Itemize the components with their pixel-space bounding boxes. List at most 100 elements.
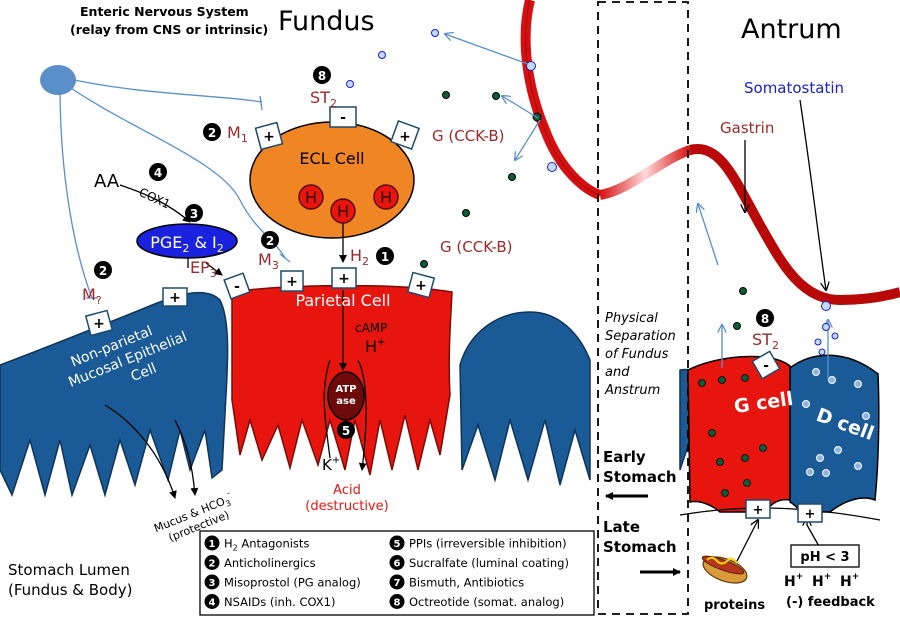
badge-5-ppi: 5: [337, 421, 355, 439]
arrow-np-2: [174, 419, 199, 496]
separation-box: [597, 1, 689, 615]
badge-8-gcell: 8: [756, 309, 774, 327]
label-acid-destructive: (destructive): [305, 499, 388, 514]
svg-text:Separation: Separation: [605, 329, 676, 344]
ecl-receptor-m1: +: [254, 121, 284, 151]
svg-text:+: +: [415, 278, 427, 294]
label-aa: AA: [94, 171, 120, 192]
label-kplus: K+: [322, 455, 340, 474]
svg-text:Anstrum: Anstrum: [604, 383, 660, 398]
np-receptor-m: +: [84, 309, 114, 337]
svg-text:+: +: [338, 271, 350, 287]
arrow-gastrin-up2: [515, 119, 541, 160]
svg-text:+: +: [399, 129, 411, 145]
lumen-line1: Stomach Lumen: [8, 561, 130, 579]
arrow-ep3-parietal: [205, 262, 223, 276]
parietal-receptor-h2: +: [331, 267, 357, 289]
svg-text:2: 2: [208, 126, 216, 140]
parietal-receptor-ep3: -: [223, 272, 251, 300]
enteric-line2: (relay from CNS or intrinsic): [70, 22, 268, 37]
legend-number: 3: [209, 578, 216, 589]
svg-text:ATP: ATP: [335, 384, 356, 395]
ecl-label: ECL Cell: [299, 149, 364, 168]
badge-2-mq: 2: [94, 261, 112, 279]
pge2-label: PGE2 & I2: [150, 233, 224, 255]
blood-vessel: [520, 0, 602, 200]
enteric-line1: Enteric Nervous System: [80, 4, 249, 19]
late-line2: Stomach: [603, 538, 677, 556]
parietal-label: Parietal Cell: [295, 291, 390, 310]
label-gcckb-ecl: G (CCK-B): [432, 127, 504, 145]
blood-vessel-fade: [598, 145, 692, 200]
svg-text:+: +: [93, 316, 105, 332]
label-hplus: H+: [365, 337, 385, 356]
svg-text:8: 8: [761, 312, 769, 326]
late-line1: Late: [603, 518, 640, 536]
arrow-gastrin-up1: [502, 96, 539, 119]
legend-number: 5: [394, 539, 401, 550]
svg-text:+: +: [263, 129, 275, 145]
hotdog-icon: [701, 555, 748, 584]
separation-label: Physical Separation of Fundus and Anstru…: [604, 311, 676, 398]
svg-text:+: +: [169, 290, 181, 306]
early-line1: Early: [603, 448, 646, 466]
circulating-dots: [346, 29, 839, 356]
legend-text: Anticholinergics: [224, 556, 316, 570]
svg-text:H: H: [380, 188, 392, 207]
legend-text: Bismuth, Antibiotics: [409, 576, 524, 590]
enteric-neuron: [40, 65, 76, 95]
label-st2-gcell: ST2: [752, 330, 779, 352]
svg-text:1: 1: [381, 250, 389, 264]
svg-text:2: 2: [99, 264, 107, 278]
svg-text:+: +: [286, 274, 298, 290]
legend-number: 8: [394, 598, 401, 609]
d-cell-granules: [802, 368, 870, 477]
badge-2-m1: 2: [203, 123, 221, 141]
g-cell-shape: [687, 355, 791, 513]
legend-number: 7: [394, 578, 401, 589]
legend-text: Octreotide (somat. analog): [409, 595, 564, 609]
label-acid: Acid: [333, 483, 361, 498]
svg-text:2: 2: [266, 234, 274, 248]
svg-text:H+: H+: [812, 572, 831, 590]
arrow-acid-out: [357, 359, 367, 471]
badge-1-h2: 1: [376, 247, 394, 265]
legend-number: 2: [209, 559, 216, 570]
legend-item: 7 Bismuth, Antibiotics: [389, 574, 524, 590]
blood-vessel-antrum: [688, 143, 900, 306]
label-proteins: proteins: [704, 598, 765, 613]
legend-number-badge: [204, 594, 220, 609]
pge2-bubble: [136, 223, 238, 259]
legend-text: H2 Antagonists: [224, 537, 309, 553]
badge-8-ecl: 8: [313, 66, 331, 84]
svg-text:8: 8: [318, 69, 326, 83]
arrow-g-to-vessel: [698, 204, 719, 266]
lumen-line2: (Fundus & Body): [8, 581, 132, 599]
arrow-to-somato: [445, 34, 529, 65]
ecl-receptor-st2: -: [329, 106, 357, 128]
g-cell-granules: [698, 374, 767, 497]
legend-text: PPIs (irreversible inhibition): [409, 537, 567, 551]
svg-text:H+: H+: [840, 572, 859, 590]
legend-number-badge: [389, 555, 405, 570]
legend-number: 4: [209, 598, 216, 609]
svg-text:-: -: [340, 110, 346, 126]
legend-number: 1: [209, 539, 216, 550]
parietal-receptor-m3: +: [280, 270, 304, 292]
title-antrum: Antrum: [741, 14, 842, 45]
parietal-receptor-gcckb: +: [406, 271, 436, 299]
arrow-np-1: [104, 404, 177, 499]
early-line2: Stomach: [603, 468, 677, 486]
ecl-receptor-gcckb: +: [389, 119, 421, 151]
label-mq: M?: [82, 285, 102, 307]
svg-text:4: 4: [154, 166, 162, 180]
nonparietal-epithelium: [0, 291, 229, 498]
gcell-receptor-st2: -: [751, 350, 781, 380]
svg-text:+: +: [805, 507, 816, 522]
svg-text:+: +: [753, 503, 764, 518]
histamine-granules: H H H: [298, 184, 399, 224]
legend-number-badge: [389, 535, 405, 551]
